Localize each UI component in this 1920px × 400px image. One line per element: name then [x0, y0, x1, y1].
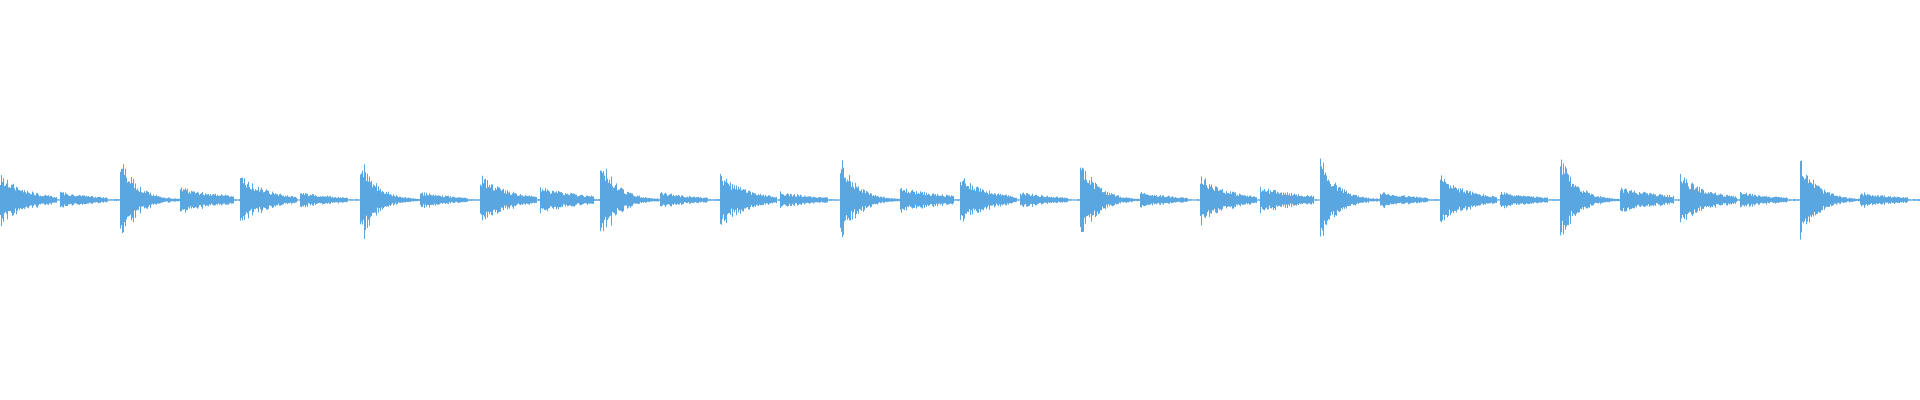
waveform-peaks: [0, 158, 1920, 240]
